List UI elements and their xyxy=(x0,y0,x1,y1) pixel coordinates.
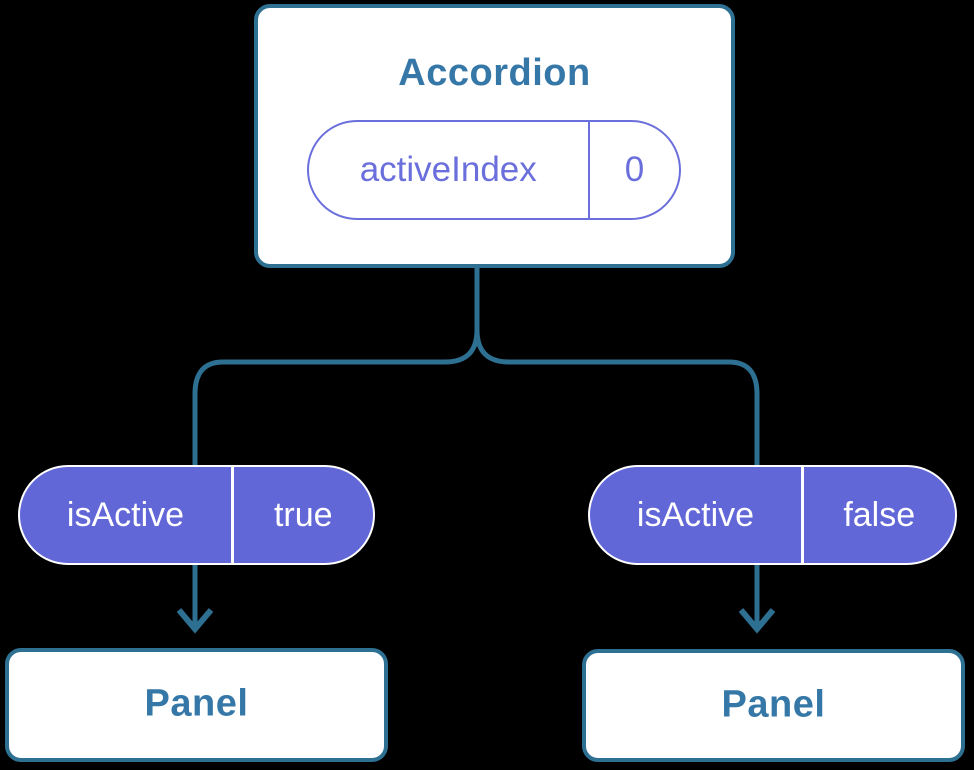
pill-divider xyxy=(801,467,804,563)
connector-left-branch xyxy=(192,266,480,627)
panel-component-box: Panel xyxy=(582,649,965,762)
prop-pill: isActive false xyxy=(588,465,957,565)
component-title: Panel xyxy=(144,682,249,725)
arrow-down-icon xyxy=(738,608,776,634)
prop-name: isActive xyxy=(636,495,755,534)
prop-pill: isActive true xyxy=(18,465,375,565)
pill-divider xyxy=(231,467,234,563)
prop-value: false xyxy=(843,495,916,534)
component-title: Panel xyxy=(721,683,826,726)
panel-component-box: Panel xyxy=(5,648,388,762)
state-name: activeIndex xyxy=(359,150,537,189)
component-title: Accordion xyxy=(398,52,591,94)
prop-name: isActive xyxy=(66,495,185,534)
pill-divider xyxy=(587,122,590,218)
arrow-down-icon xyxy=(176,608,214,634)
prop-value: true xyxy=(273,495,333,534)
state-value: 0 xyxy=(624,150,645,189)
connector-right-branch xyxy=(474,266,760,627)
state-pill: activeIndex 0 xyxy=(307,120,681,220)
accordion-component-box: Accordion activeIndex 0 xyxy=(254,4,735,268)
